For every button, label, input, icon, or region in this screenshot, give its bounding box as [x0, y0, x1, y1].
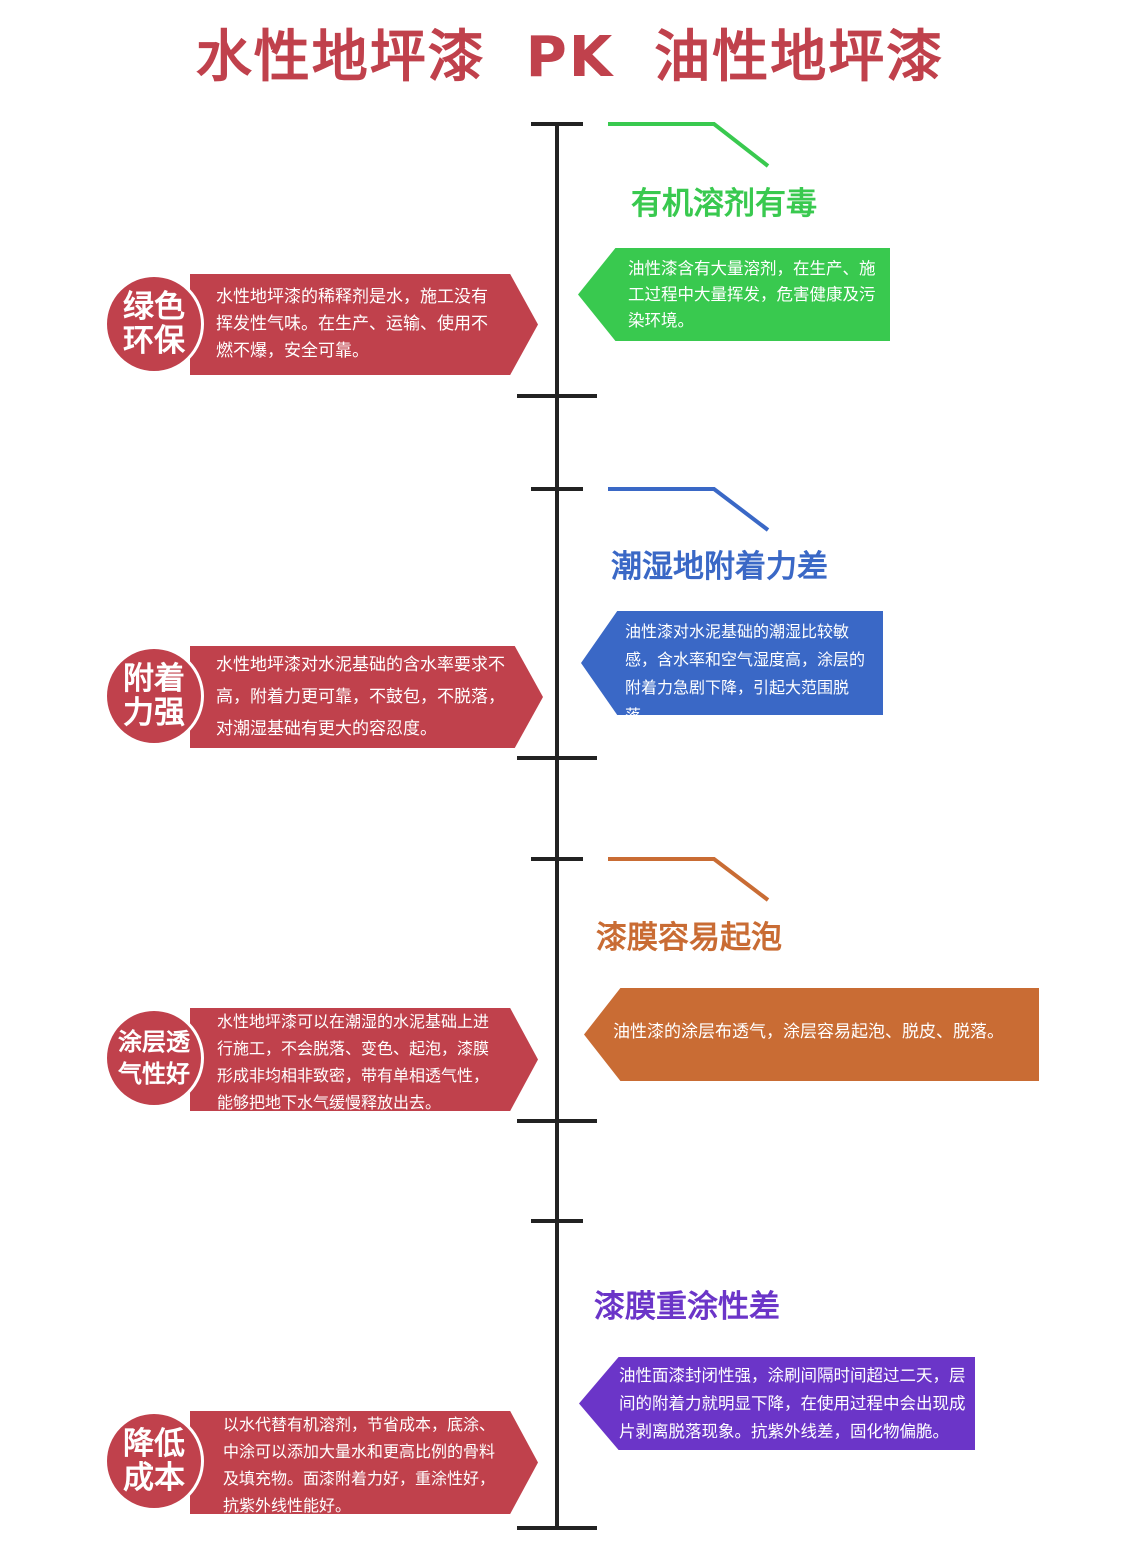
badge-line: 环保: [123, 323, 185, 359]
page-title: 水性地坪漆 PK 油性地坪漆: [0, 12, 1140, 93]
water-description: 水性地坪漆对水泥基础的含水率要求不高，附着力更可靠，不鼓包，不脱落，对潮湿基础有…: [190, 646, 543, 748]
badge-line: 涂层透: [118, 1028, 190, 1056]
water-description: 水性地坪漆的稀释剂是水，施工没有挥发性气味。在生产、运输、使用不燃不爆，安全可靠…: [190, 274, 538, 375]
leader-line-orange: [608, 857, 770, 902]
badge-line: 成本: [123, 1460, 185, 1496]
oil-heading: 有机溶剂有毒: [631, 186, 817, 222]
water-text: 以水代替有机溶剂，节省成本，底涂、中涂可以添加大量水和更高比例的骨料及填充物。面…: [223, 1415, 496, 1515]
oil-text: 油性漆含有大量溶剂，在生产、施工过程中大量挥发，危害健康及污染环境。: [628, 259, 876, 330]
badge-line: 绿色: [123, 289, 185, 325]
title-oil: 油性地坪漆: [654, 25, 945, 90]
badge-line: 力强: [123, 695, 185, 731]
badge-line: 降低: [123, 1426, 185, 1462]
leader-line-green: [608, 122, 770, 168]
badge-line: 附着: [123, 661, 185, 697]
badge-circle: 绿色 环保: [104, 274, 204, 374]
oil-heading: 漆膜重涂性差: [594, 1289, 780, 1325]
badge-circle: 附着 力强: [104, 646, 204, 746]
oil-text: 油性漆对水泥基础的潮湿比较敏感，含水率和空气湿度高，涂层的附着力急剧下降，引起大…: [625, 622, 866, 725]
oil-heading: 漆膜容易起泡: [596, 920, 782, 956]
badge-circle: 涂层透 气性好: [104, 1008, 204, 1108]
water-text: 水性地坪漆可以在潮湿的水泥基础上进行施工，不会脱落、变色、起泡，漆膜形成非均相非…: [217, 1012, 490, 1112]
water-text: 水性地坪漆的稀释剂是水，施工没有挥发性气味。在生产、运输、使用不燃不爆，安全可靠…: [216, 287, 488, 361]
badge-line: 气性好: [118, 1060, 190, 1088]
oil-description: 油性漆含有大量溶剂，在生产、施工过程中大量挥发，危害健康及污染环境。: [578, 248, 890, 341]
oil-description: 油性面漆封闭性强，涂刷间隔时间超过二天，层间的附着力就明显下降，在使用过程中会出…: [579, 1357, 975, 1450]
oil-text: 油性面漆封闭性强，涂刷间隔时间超过二天，层间的附着力就明显下降，在使用过程中会出…: [619, 1366, 966, 1441]
water-description: 水性地坪漆可以在潮湿的水泥基础上进行施工，不会脱落、变色、起泡，漆膜形成非均相非…: [190, 1008, 538, 1111]
oil-description: 油性漆对水泥基础的潮湿比较敏感，含水率和空气湿度高，涂层的附着力急剧下降，引起大…: [581, 611, 883, 715]
title-water: 水性地坪漆: [195, 25, 486, 90]
oil-description: 油性漆的涂层布透气，涂层容易起泡、脱皮、脱落。: [584, 988, 1039, 1081]
badge-circle: 降低 成本: [104, 1411, 204, 1511]
water-text: 水性地坪漆对水泥基础的含水率要求不高，附着力更可靠，不鼓包，不脱落，对潮湿基础有…: [216, 655, 505, 739]
oil-heading: 潮湿地附着力差: [611, 549, 828, 585]
title-pk: PK: [525, 25, 615, 90]
water-description: 以水代替有机溶剂，节省成本，底涂、中涂可以添加大量水和更高比例的骨料及填充物。面…: [190, 1411, 538, 1514]
leader-line-blue: [608, 487, 770, 532]
oil-text: 油性漆的涂层布透气，涂层容易起泡、脱皮、脱落。: [613, 1022, 1004, 1042]
